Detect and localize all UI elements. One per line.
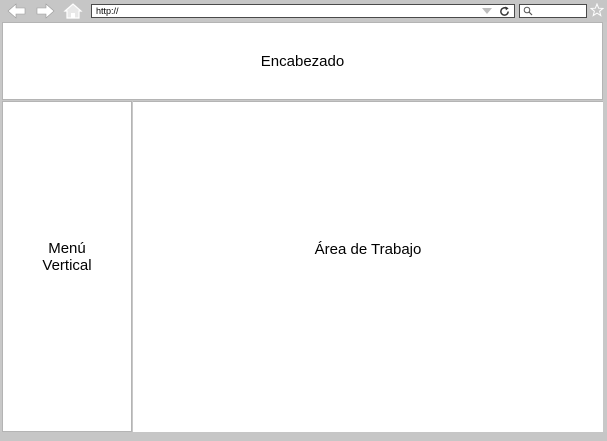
back-button[interactable] — [7, 3, 27, 19]
search-field[interactable] — [519, 4, 587, 18]
bookmark-button[interactable] — [589, 2, 605, 17]
header-region: Encabezado — [2, 22, 603, 100]
back-arrow-icon — [7, 3, 26, 19]
refresh-icon[interactable] — [499, 6, 510, 17]
status-bar — [0, 432, 607, 441]
dropdown-arrow-icon[interactable] — [482, 8, 492, 14]
vertical-menu-label: Menú Vertical — [42, 240, 91, 274]
forward-button[interactable] — [35, 3, 55, 19]
forward-arrow-icon — [36, 3, 55, 19]
work-area-label: Área de Trabajo — [314, 240, 422, 258]
vertical-menu-label-line2: Vertical — [42, 256, 92, 274]
work-area-region: Área de Trabajo — [133, 101, 603, 432]
address-bar[interactable]: http:// — [91, 4, 515, 18]
search-icon — [523, 6, 533, 16]
home-button[interactable] — [63, 3, 83, 19]
vertical-menu-label-line1: Menú — [48, 239, 86, 257]
home-icon — [63, 3, 83, 19]
address-text: http:// — [96, 6, 119, 16]
browser-toolbar: http:// — [0, 0, 607, 22]
star-icon — [589, 2, 605, 17]
vertical-menu-region: Menú Vertical — [2, 101, 132, 432]
header-label: Encabezado — [260, 53, 345, 70]
